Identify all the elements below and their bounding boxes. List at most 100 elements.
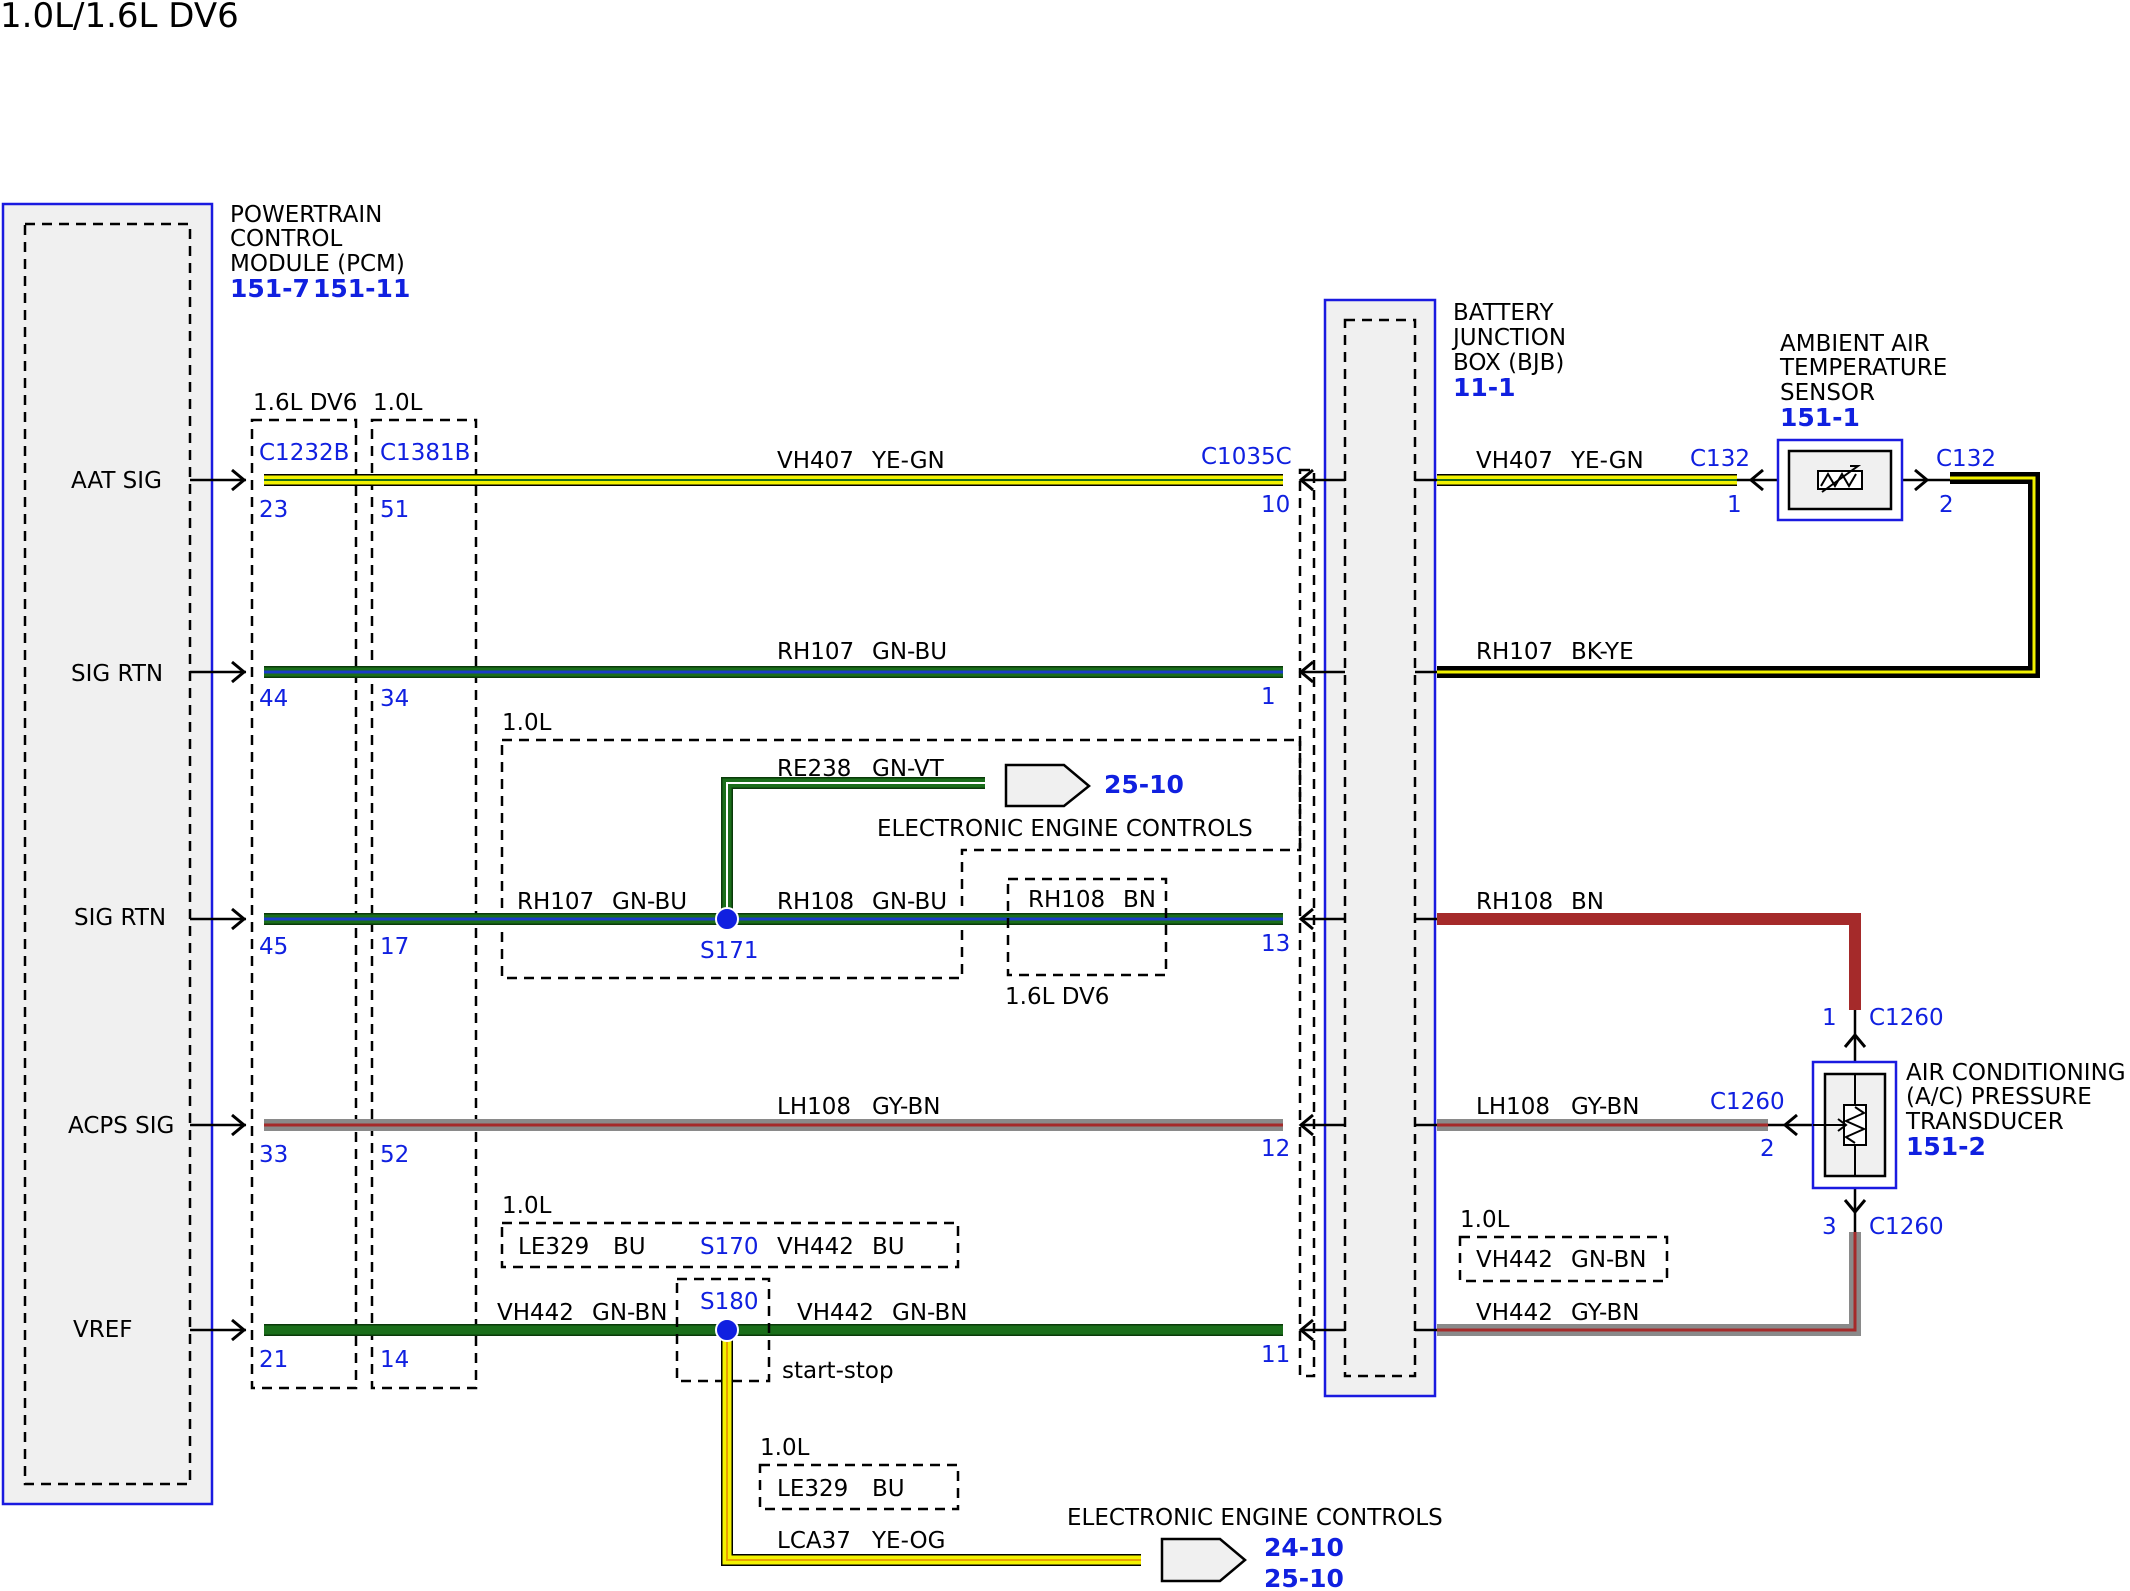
pin-1-c1035c: 1 (1261, 684, 1276, 710)
wire-vh407-left-color: YE-GN (871, 448, 945, 474)
pcm-name-line3: MODULE (PCM) (230, 251, 405, 277)
vh442-top-color: BU (872, 1234, 905, 1260)
arrow-pcm-acps (231, 1113, 247, 1137)
splice-s180[interactable] (715, 1318, 739, 1342)
aat-name-line1: AMBIENT AIR (1780, 331, 1930, 357)
diagram-title: 1.0L/1.6L DV6 (0, 0, 239, 36)
c1232b-name[interactable]: C1232B (259, 440, 349, 466)
c1035c-name[interactable]: C1035C (1201, 444, 1292, 470)
aat-sensor: AMBIENT AIR TEMPERATURE SENSOR 151-1 C13… (1690, 331, 1996, 522)
pcm-ref-2[interactable]: 151-11 (313, 274, 410, 303)
eec-lower-ref-1[interactable]: 24-10 (1264, 1533, 1344, 1562)
wire-rh107-right-color: BK-YE (1571, 639, 1634, 665)
wire-re238-circuit: RE238 (777, 756, 851, 782)
s170-box: 1.0L LE329 BU S170 VH442 BU (500, 1193, 960, 1269)
le329-top-color: BU (613, 1234, 646, 1260)
pin-17: 17 (380, 934, 409, 960)
arrow-aat-pin2 (1914, 468, 1930, 492)
pin-44: 44 (259, 686, 288, 712)
wire-lca37-tracer (726, 1330, 1141, 1561)
pcm-module: POWERTRAIN CONTROL MODULE (PCM) 151-7 15… (1, 202, 410, 1506)
row-aat-sig: VH407 YE-GN VH407 YE-GN 23 51 10 (190, 448, 1737, 523)
bjb-frame (1323, 298, 1437, 1398)
pcm-circuit-sig-rtn-1: SIG RTN (71, 661, 163, 687)
pcm-name-line2: CONTROL (230, 226, 343, 252)
splice-s180-label: S180 (700, 1289, 759, 1315)
arrow-pcm-vref (231, 1318, 247, 1342)
box-le329-bottom-variant: 1.0L (760, 1435, 810, 1461)
wire-rh108-b-circuit: RH108 (777, 889, 854, 915)
wire-vh442-b-color: GN-BN (892, 1300, 968, 1326)
acp-transducer: AIR CONDITIONING (A/C) PRESSURE TRANSDUC… (1710, 1005, 2126, 1240)
connector-arrow-eec-lower[interactable] (1160, 1537, 1247, 1583)
wire-vh442-right-tracer (1437, 1232, 1857, 1332)
wire-rh107-a-circuit: RH107 (517, 889, 594, 915)
acp-resistor-zigzag (1843, 1106, 1867, 1144)
wire-rh108-right (1437, 913, 1861, 1010)
re238-branch: 1.0L RE238 GN-VT 25-10 ELECTRONIC ENGINE… (500, 710, 1302, 980)
bjb-inner-dashed (1343, 318, 1417, 1378)
box-vh442-right-variant: 1.0L (1460, 1207, 1510, 1233)
acp-connector-left[interactable]: C1260 (1710, 1089, 1785, 1115)
pcm-ref-1[interactable]: 151-7 (230, 274, 310, 303)
eec-upper-ref[interactable]: 25-10 (1104, 770, 1184, 799)
wire-vh442-right-color: GY-BN (1571, 1300, 1639, 1326)
wire-rh107-right-tracer (1437, 476, 2036, 674)
aat-name-line2: TEMPERATURE (1779, 355, 1947, 381)
wire-rh108-right-color: BN (1571, 889, 1604, 915)
wire-rh108-c-circuit: RH108 (1028, 887, 1105, 913)
eec-lower-ref-2[interactable]: 25-10 (1264, 1564, 1344, 1591)
arrow-acp-pin3 (1843, 1199, 1867, 1215)
c1035c-box (1298, 468, 1316, 1378)
lca37-circuit: LCA37 (777, 1528, 851, 1554)
pin-34: 34 (380, 686, 409, 712)
row-vref: S180 VH442 GN-BN VH442 GN-BN VH442 GY-BN… (190, 1207, 1861, 1383)
aat-connector-right[interactable]: C132 (1936, 446, 1996, 472)
c1381b-name[interactable]: C1381B (380, 440, 470, 466)
pcm-circuit-vref: VREF (73, 1317, 132, 1343)
lca37-color: YE-OG (871, 1528, 945, 1554)
acp-ref[interactable]: 151-2 (1906, 1132, 1986, 1161)
acp-connector-bottom[interactable]: C1260 (1869, 1214, 1944, 1240)
pcm-circuit-acps-sig: ACPS SIG (68, 1113, 174, 1139)
wire-vh442-right-circuit: VH442 (1476, 1300, 1553, 1326)
connector-arrow-eec-upper[interactable] (1004, 763, 1091, 808)
vh442-top-circuit: VH442 (777, 1234, 854, 1260)
bjb-name-line3: BOX (BJB) (1453, 350, 1564, 376)
start-stop-label: start-stop (782, 1358, 894, 1384)
aat-connector-left[interactable]: C132 (1690, 446, 1750, 472)
pin-23: 23 (259, 497, 288, 523)
wire-re238-tracer (726, 782, 985, 917)
wire-rh107-right-circuit: RH107 (1476, 639, 1553, 665)
lca37-branch: start-stop 1.0L LE329 BU LCA37 YE-OG ELE… (715, 1318, 1443, 1591)
pcm-inner-dashed (23, 222, 192, 1486)
box-rh108-dashed (1006, 877, 1168, 977)
aat-thermistor-arrow (1821, 465, 1862, 493)
wire-vh442-a-circuit: VH442 (497, 1300, 574, 1326)
wire-vh442-a-color: GN-BN (592, 1300, 668, 1326)
bjb-name-line1: BATTERY (1453, 300, 1554, 326)
acp-connector-top[interactable]: C1260 (1869, 1005, 1944, 1031)
wire-rh108-c-color: BN (1123, 887, 1156, 913)
arrow-aat-pin1 (1748, 468, 1764, 492)
splice-s171[interactable] (715, 907, 739, 931)
vh442-right-alt-circuit: VH442 (1476, 1247, 1553, 1273)
pin-51: 51 (380, 497, 409, 523)
pin-45: 45 (259, 934, 288, 960)
aat-ref[interactable]: 151-1 (1780, 403, 1860, 432)
le329-bottom-color: BU (872, 1476, 905, 1502)
acp-pin-2: 2 (1760, 1136, 1775, 1162)
wire-rh107-a-color: GN-BU (612, 889, 687, 915)
wire-rh107-left-color: GN-BU (872, 639, 947, 665)
c1381b-variant: 1.0L (373, 390, 423, 416)
aat-name-line3: SENSOR (1780, 380, 1875, 406)
wire-lh108-left-color: GY-BN (872, 1094, 940, 1120)
bjb-ref[interactable]: 11-1 (1453, 373, 1516, 402)
wire-vh407-left-circuit: VH407 (777, 448, 854, 474)
pin-11: 11 (1261, 1342, 1290, 1368)
box-s170-variant: 1.0L (502, 1193, 552, 1219)
pcm-name-line1: POWERTRAIN (230, 202, 382, 228)
wire-lh108-right-circuit: LH108 (1476, 1094, 1550, 1120)
splice-s171-label: S171 (700, 938, 759, 964)
wire-vh442-b-circuit: VH442 (797, 1300, 874, 1326)
